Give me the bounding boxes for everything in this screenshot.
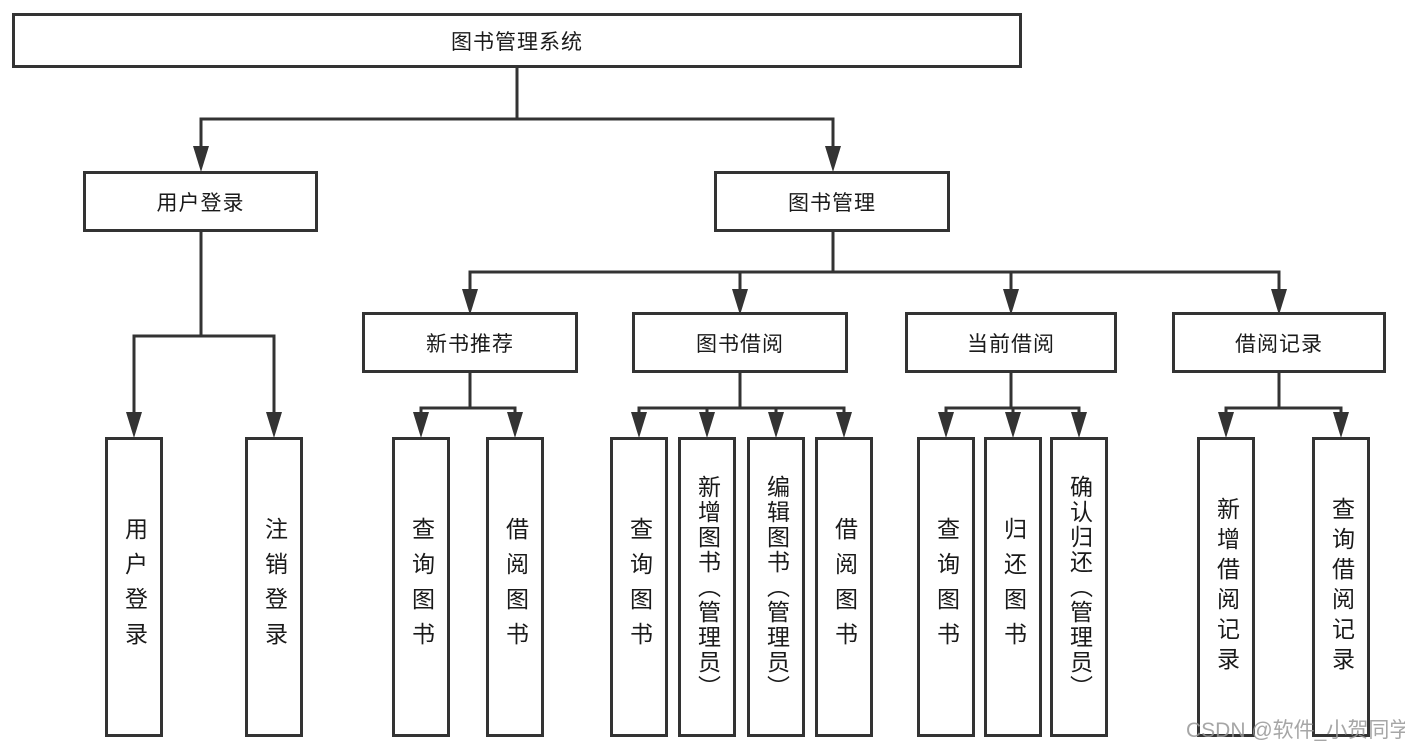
arrowhead-leaf-br-add — [1218, 412, 1234, 438]
arrowhead-leaf-bb-query — [631, 412, 647, 438]
leaf-borrowing-borrow-book-label: 借阅图书 — [831, 517, 858, 657]
arrow-shafts-book-borrow — [637, 408, 846, 416]
node-new-book-recommend-label: 新书推荐 — [426, 332, 514, 356]
arrowhead-leaf-nb-borrow — [507, 412, 523, 438]
arrowhead-leaf-nb-query — [413, 412, 429, 438]
leaf-logout-label: 注销登录 — [261, 517, 288, 657]
connector-user-login-split — [132, 232, 276, 338]
leaf-newbooks-query-book: 查询图书 — [392, 437, 450, 737]
leaf-borrowing-edit-book-admin: 编辑图书（管理员） — [747, 437, 805, 737]
leaf-current-return-book-label: 归还图书 — [1000, 517, 1027, 657]
leaf-records-query-record: 查询借阅记录 — [1312, 437, 1370, 737]
leaf-records-add-record-label: 新增借阅记录 — [1213, 497, 1240, 677]
arrowhead-leaf-logout — [266, 412, 282, 438]
arrowhead-leaf-bb-borrow — [836, 412, 852, 438]
leaf-records-add-record: 新增借阅记录 — [1197, 437, 1255, 737]
leaf-borrowing-edit-book-admin-label: 编辑图书（管理员） — [763, 474, 790, 700]
node-root-library-system: 图书管理系统 — [12, 13, 1022, 68]
node-borrowing-records: 借阅记录 — [1172, 312, 1386, 373]
arrow-shafts-user-login — [132, 336, 276, 416]
arrow-shafts-level2 — [199, 119, 835, 150]
node-book-management-label: 图书管理 — [788, 191, 876, 215]
arrowhead-leaf-br-query — [1333, 412, 1349, 438]
leaf-user-login: 用户登录 — [105, 437, 163, 737]
leaf-newbooks-query-book-label: 查询图书 — [408, 517, 435, 657]
leaf-current-query-book-label: 查询图书 — [933, 517, 960, 657]
arrowhead-leaf-cb-query — [938, 412, 954, 438]
connector-root-split — [199, 68, 835, 121]
leaf-current-confirm-return-admin-label: 确认归还（管理员） — [1066, 474, 1093, 700]
connector-book-mgmt-split — [468, 232, 1281, 274]
connector-borrow-records-split — [1224, 373, 1343, 410]
leaf-borrowing-borrow-book: 借阅图书 — [815, 437, 873, 737]
arrowhead-leaf-cb-confirm — [1071, 412, 1087, 438]
arrowhead-leaf-cb-return — [1005, 412, 1021, 438]
node-root-label: 图书管理系统 — [451, 30, 583, 54]
leaf-newbooks-borrow-book-label: 借阅图书 — [502, 517, 529, 657]
node-user-login: 用户登录 — [83, 171, 318, 232]
leaf-borrowing-add-book-admin: 新增图书（管理员） — [678, 437, 736, 737]
arrowhead-book-mgmt-node — [825, 146, 841, 172]
node-current-borrowing-label: 当前借阅 — [967, 332, 1055, 356]
leaf-current-query-book: 查询图书 — [917, 437, 975, 737]
arrowhead-leaf-bb-edit — [768, 412, 784, 438]
connector-book-borrow-split — [637, 373, 846, 410]
node-book-borrowing: 图书借阅 — [632, 312, 848, 373]
arrow-shafts-current-borrow — [944, 408, 1081, 416]
node-borrowing-records-label: 借阅记录 — [1235, 332, 1323, 356]
arrow-shafts-new-books — [419, 408, 517, 416]
node-new-book-recommend: 新书推荐 — [362, 312, 578, 373]
arrowhead-leaf-bb-add — [699, 412, 715, 438]
arrowhead-user-login-node — [193, 146, 209, 172]
arrow-shafts-borrow-records — [1224, 408, 1343, 416]
node-book-management: 图书管理 — [714, 171, 950, 232]
leaf-borrowing-add-book-admin-label: 新增图书（管理员） — [694, 474, 721, 700]
leaf-current-return-book: 归还图书 — [984, 437, 1042, 737]
leaf-newbooks-borrow-book: 借阅图书 — [486, 437, 544, 737]
node-user-login-label: 用户登录 — [156, 191, 245, 215]
node-current-borrowing: 当前借阅 — [905, 312, 1117, 373]
leaf-logout: 注销登录 — [245, 437, 303, 737]
node-book-borrowing-label: 图书借阅 — [696, 332, 784, 356]
arrow-shafts-level3 — [468, 272, 1281, 293]
leaf-user-login-label: 用户登录 — [121, 517, 148, 657]
csdn-watermark: CSDN @软件_小贺同学 — [1186, 719, 1405, 742]
leaf-borrowing-query-book-label: 查询图书 — [626, 517, 653, 657]
connector-new-books-split — [419, 373, 517, 410]
leaf-borrowing-query-book: 查询图书 — [610, 437, 668, 737]
leaf-current-confirm-return-admin: 确认归还（管理员） — [1050, 437, 1108, 737]
connector-current-borrow-split — [944, 373, 1081, 410]
arrowhead-leaf-user-login — [126, 412, 142, 438]
leaf-records-query-record-label: 查询借阅记录 — [1328, 497, 1355, 677]
